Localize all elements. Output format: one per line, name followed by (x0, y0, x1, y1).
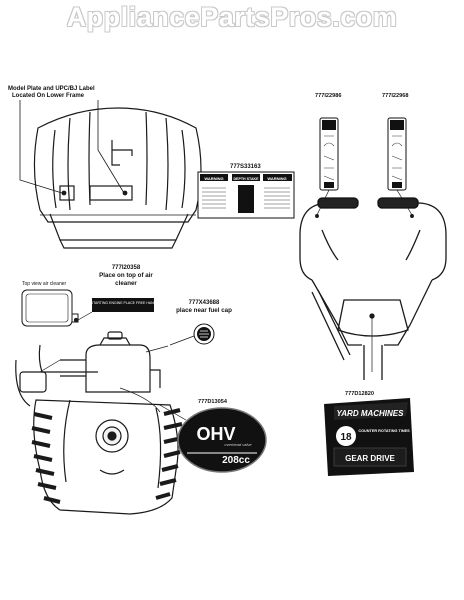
inch-text: 18 (340, 432, 352, 443)
warn-left-text: WARNING (204, 176, 223, 181)
brand-text: YARD MACHINES (337, 409, 405, 418)
part-number-777D12820: 777D12820 (345, 391, 374, 397)
handlebar-drawing (299, 197, 447, 380)
ohv-leader (157, 403, 187, 421)
model-plate-callout: Model Plate and UPC/BJ Label Located On … (8, 86, 128, 100)
fuel-cap-decal (193, 323, 215, 345)
fuel-cap-callout: 777X43688 place near fuel cap (168, 300, 240, 315)
part-number-777I22968: 777I22968 (382, 93, 409, 99)
air-cleaner-decal: WHEN STARTING ENGINE PLACE FREE HAND HER… (79, 298, 168, 312)
place-air-line-2: cleaner (115, 279, 137, 287)
engine-leaders (39, 345, 169, 373)
leader-lines (19, 100, 128, 196)
model-plate-line-2: Located On Lower Frame (12, 93, 85, 99)
vertical-decal-777I22968 (387, 117, 407, 191)
warning-decal-777S33163: WARNING DEPTH STAKE WARNING (197, 171, 295, 219)
engine-drawing (15, 331, 179, 515)
part-number-777X43688: 777X43688 (188, 300, 220, 306)
air-cleaner-top-view (21, 289, 93, 327)
air-decal-text: WHEN STARTING ENGINE PLACE FREE HAND HER… (79, 301, 167, 305)
top-view-label: Top view air cleaner (22, 281, 67, 287)
place-air-line-1: Place on top of air (99, 272, 153, 279)
fuel-cap-leader (169, 335, 195, 346)
ohv-cc-text: 208cc (222, 455, 250, 466)
part-number-777I22986: 777I22986 (315, 93, 342, 99)
warn-mid-text: DEPTH STAKE (233, 177, 259, 181)
ohv-main-text: OHV (196, 424, 235, 444)
watermark-text: AppliancePartsPros.com (66, 2, 398, 32)
place-fuel-cap: place near fuel cap (176, 307, 232, 314)
tines-text: COUNTER ROTATING TINES (358, 429, 410, 433)
part-number-777D13054: 777D13054 (198, 399, 227, 405)
air-cleaner-callout: 777I20358 Place on top of air cleaner (86, 265, 166, 287)
ohv-sub-text: overhead valve (224, 442, 252, 447)
part-number-777S33163: 777S33163 (230, 164, 261, 170)
part-number-777I20358: 777I20358 (111, 265, 141, 271)
yard-machines-decal: YARD MACHINES 18 COUNTER ROTATING TINES … (324, 398, 414, 476)
tiller-frame-drawing (33, 107, 202, 249)
model-plate-line-1: Model Plate and UPC/BJ Label (8, 86, 95, 92)
gear-drive-text: GEAR DRIVE (345, 454, 395, 463)
warn-right-text: WARNING (267, 176, 286, 181)
vertical-decal-777I22986 (319, 117, 339, 191)
ohv-decal: OHV overhead valve 208cc (177, 407, 267, 473)
